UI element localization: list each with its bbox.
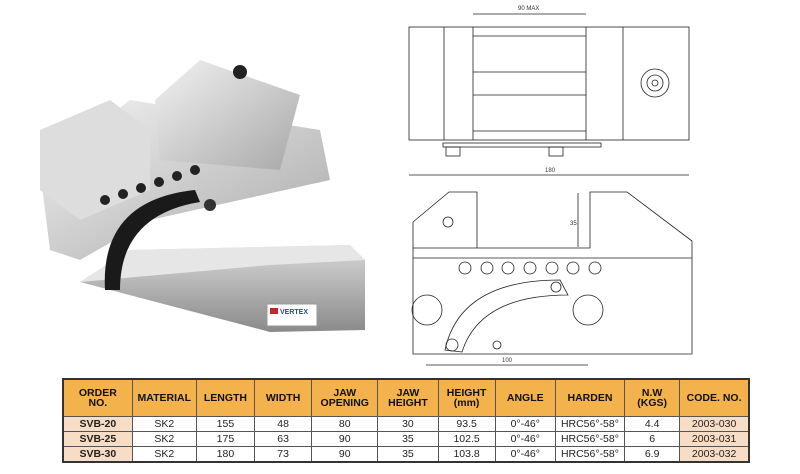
table-cell: 2003-031	[679, 431, 750, 447]
table-cell: SK2	[131, 416, 197, 432]
header-text: HEIGHT	[446, 387, 487, 399]
header-text: WIDTH	[265, 392, 301, 404]
dim-90-max: 90 MAX	[518, 6, 539, 12]
table-cell: SK2	[131, 446, 197, 463]
table-cell: HRC56°-58°	[554, 431, 626, 447]
table-cell: 6	[624, 431, 681, 447]
table-cell: 63	[254, 431, 313, 447]
table-cell: 35	[377, 431, 439, 447]
table-cell: 0°-46°	[494, 416, 556, 432]
table-cell: 6.9	[624, 446, 681, 463]
header-text: OPENING	[320, 397, 369, 409]
table-cell: 30	[377, 416, 439, 432]
table-cell: SVB-25	[62, 431, 133, 447]
column-header: WIDTH	[254, 378, 313, 417]
header-text: MATERIAL	[137, 392, 191, 404]
column-header: ANGLE	[494, 378, 556, 417]
table-cell: 80	[311, 416, 379, 432]
technical-drawing: 90 MAX 180 35 100	[408, 6, 693, 366]
header-text: (mm)	[453, 397, 480, 409]
column-header: LENGTH	[195, 378, 256, 417]
header-text: HARDEN	[567, 392, 613, 404]
sine-vise-photo: VERTEX	[40, 60, 365, 332]
header-text: N.W	[641, 387, 663, 399]
table-cell: 2003-030	[679, 416, 750, 432]
header-text: NO.	[88, 397, 108, 409]
table-cell: 90	[311, 446, 379, 463]
table-cell: 155	[195, 416, 256, 432]
header-text: JAW	[333, 387, 357, 399]
header-text: HEIGHT	[388, 397, 428, 409]
table-cell: 175	[195, 431, 256, 447]
table-cell: 0°-46°	[494, 446, 556, 463]
table-cell: 93.5	[437, 416, 496, 432]
column-header: HEIGHT(mm)	[437, 378, 496, 417]
column-header: N.W(KGS)	[624, 378, 681, 417]
table-cell: 102.5	[437, 431, 496, 447]
table-cell: SK2	[131, 431, 197, 447]
column-header: HARDEN	[554, 378, 626, 417]
table-cell: 73	[254, 446, 313, 463]
header-text: (KGS)	[637, 397, 667, 409]
header-text: ORDER	[78, 387, 117, 399]
column-header: CODE. NO.	[679, 378, 750, 417]
table-cell: HRC56°-58°	[554, 446, 626, 463]
dim-180: 180	[545, 168, 556, 174]
header-text: JAW	[396, 387, 420, 399]
dim-35: 35	[570, 221, 577, 227]
table-cell: HRC56°-58°	[554, 416, 626, 432]
table-cell: 103.8	[437, 446, 496, 463]
table-cell: SVB-30	[62, 446, 133, 463]
table-cell: 90	[311, 431, 379, 447]
table-cell: SVB-20	[62, 416, 133, 432]
table-cell: 0°-46°	[494, 431, 556, 447]
header-text: LENGTH	[203, 392, 248, 404]
svg-text:VERTEX: VERTEX	[280, 309, 308, 316]
header-text: CODE. NO.	[686, 392, 742, 404]
brand-label	[266, 303, 318, 327]
column-header: MATERIAL	[131, 378, 197, 417]
table-cell: 35	[377, 446, 439, 463]
table-cell: 180	[195, 446, 256, 463]
table-cell: 4.4	[624, 416, 681, 432]
table-cell: 2003-032	[679, 446, 750, 463]
table-cell: 48	[254, 416, 313, 432]
header-text: ANGLE	[506, 392, 544, 404]
dim-100: 100	[502, 358, 513, 364]
